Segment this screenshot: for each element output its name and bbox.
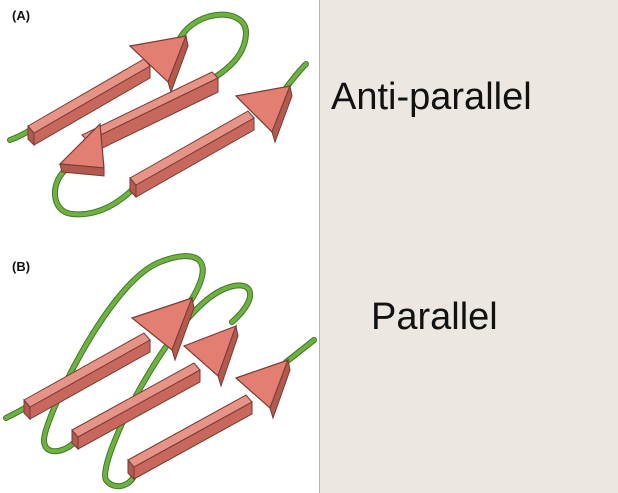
beta-strand-arrow	[58, 71, 219, 177]
beta-sheet-illustration	[3, 11, 317, 489]
beta-strand-arrow	[129, 84, 293, 199]
antiparallel-sheet	[7, 11, 309, 218]
parallel-sheet	[3, 253, 317, 489]
beta-strand-arrow	[23, 296, 195, 421]
illustration-panel: (A) (B)	[0, 0, 320, 493]
beta-strand-arrow	[27, 34, 189, 147]
loop-exit-tail-core	[284, 62, 308, 90]
crossover-loop-core	[41, 254, 205, 454]
beta-strand-arrow	[71, 324, 239, 451]
crossover-loop-core	[103, 283, 253, 488]
bottom-loop-connector-core	[53, 166, 136, 217]
top-loop-connector-core	[178, 12, 249, 80]
panel-b-label: (B)	[12, 259, 31, 274]
antiparallel-caption: Anti-parallel	[331, 76, 532, 118]
parallel-caption: Parallel	[371, 296, 498, 338]
loop-exit-tail-core	[284, 338, 316, 364]
panel-a-label: (A)	[12, 8, 31, 23]
beta-strand-arrow	[127, 358, 291, 481]
